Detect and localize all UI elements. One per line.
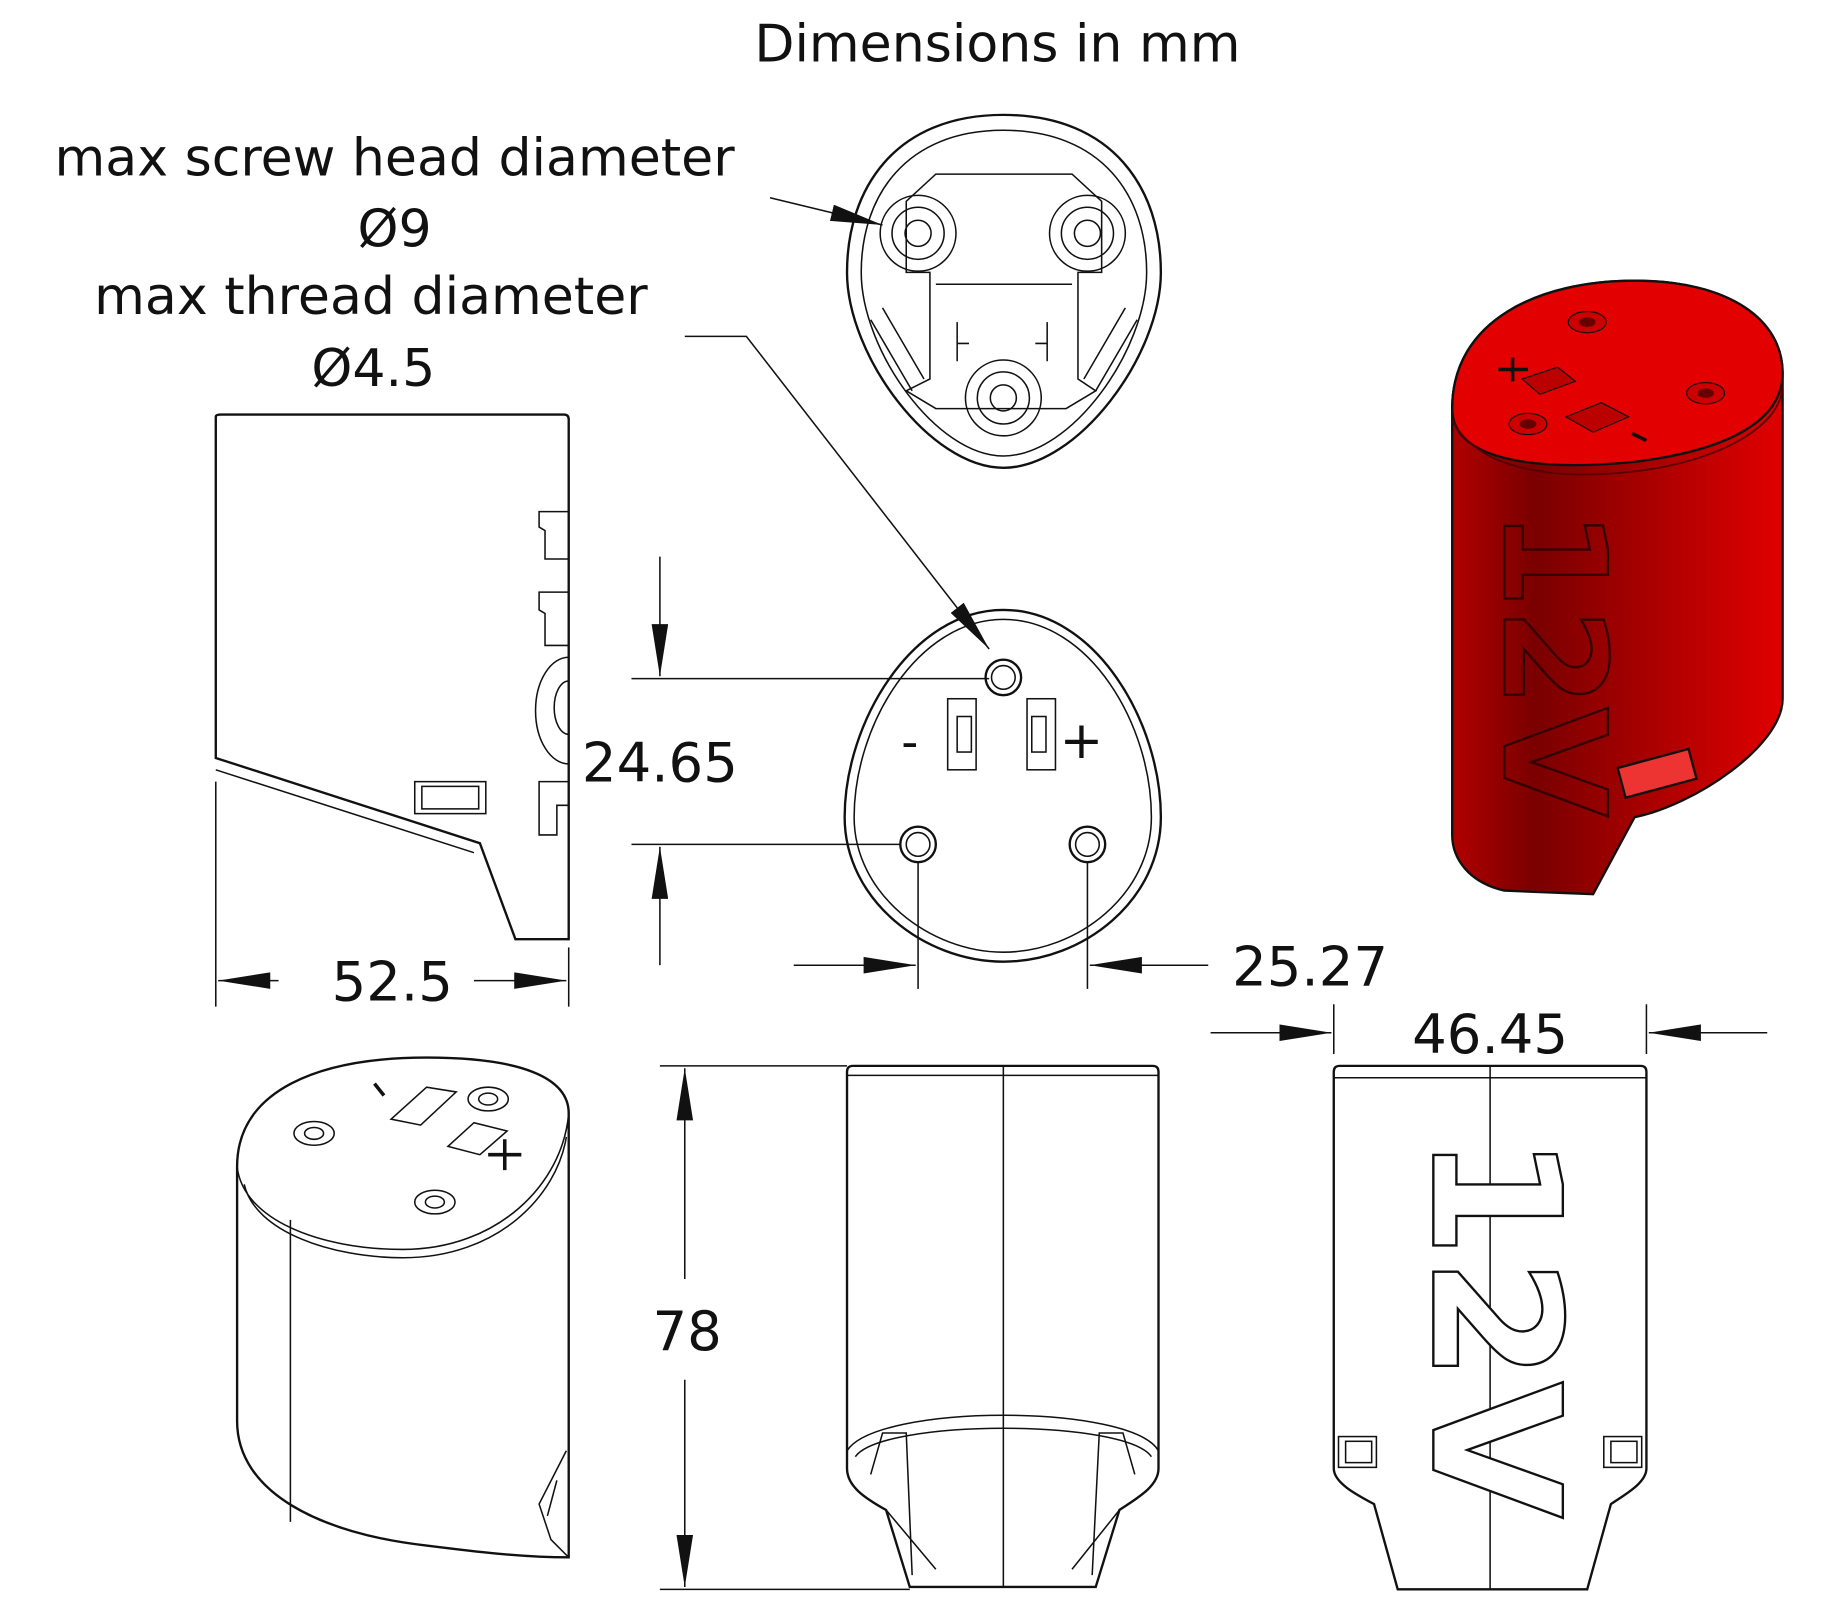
thread-value: Ø4.5 [311, 339, 435, 399]
screw-head-leader [769, 197, 883, 226]
screw-head-label: max screw head diameter [55, 128, 736, 188]
side-view [214, 413, 570, 941]
dimension-depth: 46.45 [1210, 1002, 1768, 1066]
dimension-hole-spacing-horizontal: 25.27 [793, 862, 1388, 998]
dimension-height-value: 78 [652, 1299, 721, 1363]
front-view [845, 1064, 1160, 1589]
dimension-depth-value: 46.45 [1412, 1002, 1568, 1066]
screw-head-value: Ø9 [358, 199, 432, 259]
dimension-side-width: 52.5 [215, 781, 570, 1014]
iso-view [235, 1056, 570, 1559]
thread-leader [684, 335, 990, 650]
voltage-label: 12V [1391, 1134, 1598, 1519]
drawing-title: Dimensions in mm [754, 15, 1240, 75]
dimension-hole-spacing-vertical-value: 24.65 [582, 731, 738, 795]
top-view [845, 113, 1163, 469]
dimension-hole-spacing-horizontal-value: 25.27 [1232, 934, 1388, 998]
right-view: 12V [1332, 1064, 1648, 1591]
hole-pattern-view: - + [843, 608, 1163, 963]
dimension-height: 78 [652, 1065, 910, 1591]
minus-mark: - [901, 715, 918, 770]
render-voltage-label: 12V [1470, 509, 1636, 817]
thread-label: max thread diameter [94, 267, 648, 327]
plus-mark: + [1060, 711, 1104, 771]
dimension-side-width-value: 52.5 [332, 950, 453, 1014]
dimension-hole-spacing-vertical: 24.65 [582, 556, 990, 966]
red-3d-render: 12V [1451, 279, 1784, 896]
